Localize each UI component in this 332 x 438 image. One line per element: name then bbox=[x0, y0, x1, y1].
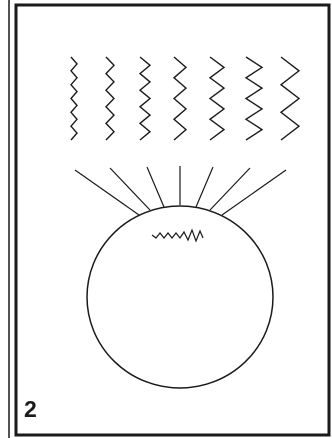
wave-line bbox=[246, 57, 262, 140]
ray-line bbox=[110, 168, 150, 210]
wave-line bbox=[174, 57, 186, 140]
wave-line bbox=[140, 57, 150, 140]
panel-border bbox=[16, 5, 329, 435]
wave-line bbox=[71, 57, 77, 140]
panel-number: 2 bbox=[24, 398, 37, 421]
ray-line bbox=[222, 170, 286, 215]
ray-line bbox=[196, 167, 213, 207]
surface-zigzag bbox=[152, 230, 203, 241]
ray-line bbox=[147, 167, 164, 207]
wave-line bbox=[210, 57, 224, 140]
ray-group bbox=[75, 166, 286, 215]
ray-line bbox=[210, 168, 250, 210]
wave-group bbox=[71, 57, 299, 140]
sphere-circle bbox=[87, 206, 273, 388]
ray-line bbox=[75, 170, 139, 215]
wave-line bbox=[281, 57, 299, 140]
wave-line bbox=[106, 57, 114, 140]
